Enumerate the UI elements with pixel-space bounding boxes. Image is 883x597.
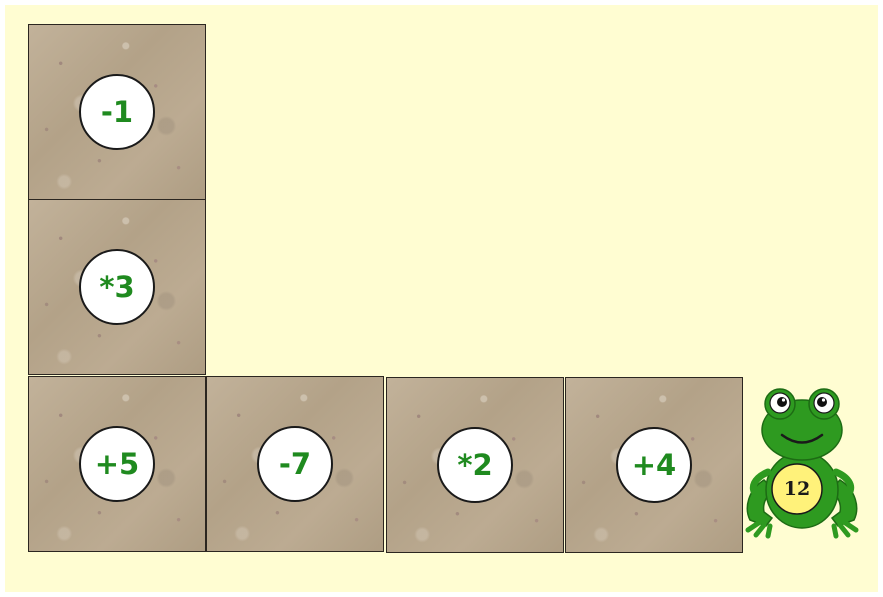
tile-times-3[interactable]: *3 bbox=[28, 199, 206, 375]
operation-disc: -7 bbox=[257, 426, 333, 502]
operation-label: +5 bbox=[95, 450, 139, 479]
tile-plus-5[interactable]: +5 bbox=[28, 376, 206, 552]
operation-disc: *3 bbox=[79, 249, 155, 325]
operation-label: *3 bbox=[99, 273, 134, 302]
frog-player[interactable]: 12 bbox=[742, 380, 862, 540]
tile-times-2[interactable]: *2 bbox=[386, 377, 564, 553]
frog-icon bbox=[742, 380, 862, 540]
operation-disc: +5 bbox=[79, 426, 155, 502]
operation-disc: -1 bbox=[79, 74, 155, 150]
operation-label: +4 bbox=[632, 451, 676, 480]
tile-minus-7[interactable]: -7 bbox=[206, 376, 384, 552]
operation-label: -1 bbox=[101, 98, 133, 127]
tile-minus-1[interactable]: -1 bbox=[28, 24, 206, 200]
operation-label: *2 bbox=[457, 451, 492, 480]
operation-label: -7 bbox=[279, 450, 311, 479]
operation-disc: *2 bbox=[437, 427, 513, 503]
tile-plus-4[interactable]: +4 bbox=[565, 377, 743, 553]
operation-disc: +4 bbox=[616, 427, 692, 503]
frog-value: 12 bbox=[771, 463, 823, 515]
